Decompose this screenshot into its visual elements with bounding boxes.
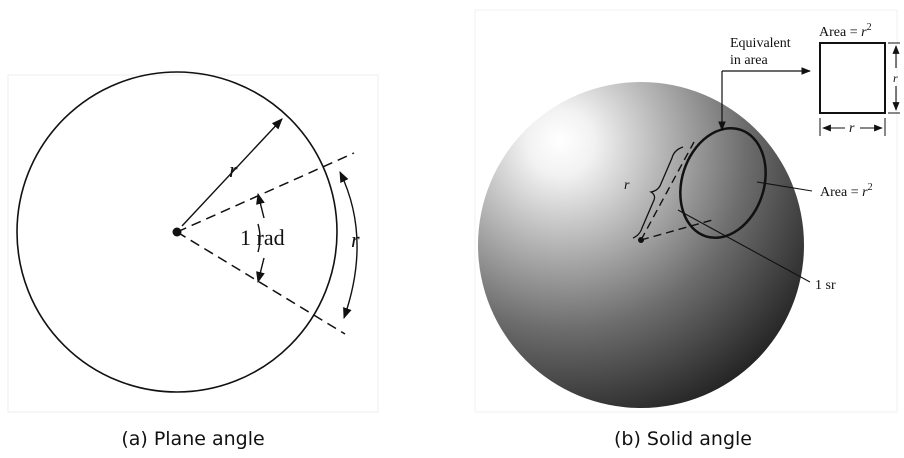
solid-angle-panel: r Equivalent in area Area = r2 r r Area … [474,9,900,413]
equivalent-square [819,42,886,114]
solid-caption: (b) Solid angle [614,428,752,450]
patch-area-label: Area = r2 [820,182,873,200]
square-height-label: r [893,71,898,85]
plane-radius-label: r [229,157,238,182]
plane-arc-label: r [351,227,360,252]
plane-panel-border [7,74,379,413]
plane-angle-arc [257,223,261,253]
patch-area-leader [756,181,813,192]
plane-ray-upper [176,152,355,233]
sphere-patch [679,127,767,239]
plane-angle-arrow-down [256,257,265,284]
plane-circle [16,71,338,393]
plane-angle-arrow-up [256,192,265,219]
radius-brace [632,146,684,239]
steradian-label: 1 sr [815,278,836,293]
square-width-label: r [849,121,855,136]
plane-radius-arrow [181,118,283,227]
plane-caption: (a) Plane angle [121,428,264,450]
plane-arc-length-arrow [339,170,358,320]
sphere [478,82,804,408]
plane-angle-label: 1 rad [240,225,285,250]
steradian-leader [677,209,811,283]
cone-line-upper [640,141,695,241]
equivalent-label-line1: Equivalent [730,36,791,51]
square-area-label: Area = r2 [819,22,872,40]
solid-radius-label: r [624,178,630,193]
plane-angle-panel: r 1 rad r [7,71,379,413]
equivalent-label-line2: in area [730,53,768,68]
